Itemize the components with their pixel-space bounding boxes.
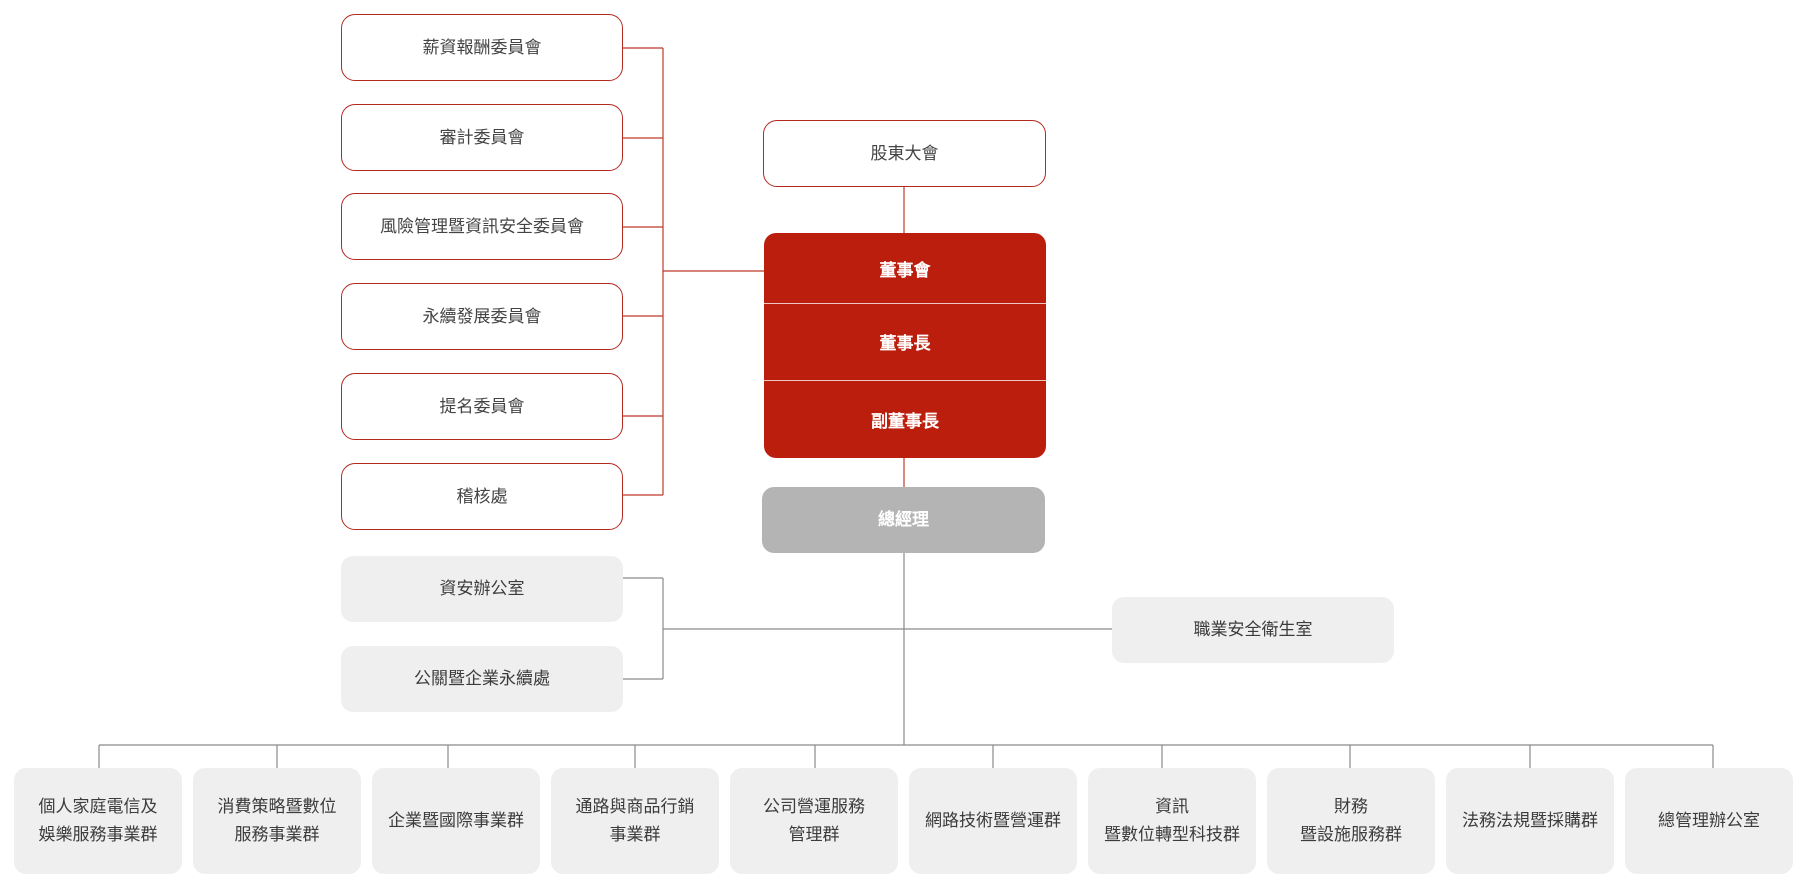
business-group-line2: 暨數位轉型科技群: [1104, 825, 1240, 845]
vice-chairman-label: 副董事長: [871, 411, 939, 432]
vice-chairman-cell[interactable]: 副董事長: [764, 380, 1046, 458]
chairman-cell[interactable]: 董事長: [764, 303, 1046, 381]
committee-box[interactable]: 提名委員會: [341, 373, 623, 440]
staff-office-box[interactable]: 資安辦公室: [341, 556, 623, 622]
business-group-line2: 管理群: [788, 825, 840, 845]
business-group-line1: 消費策略暨數位: [217, 797, 337, 817]
business-group-box[interactable]: 消費策略暨數位 服務事業群: [193, 768, 361, 874]
committee-label: 稽核處: [456, 486, 508, 507]
board-stack: 董事會 董事長 副董事長: [764, 233, 1046, 458]
business-group-box[interactable]: 公司營運服務 管理群: [730, 768, 898, 874]
committee-box[interactable]: 審計委員會: [341, 104, 623, 171]
committee-label: 永續發展委員會: [422, 306, 542, 327]
business-group-line1: 公司營運服務: [763, 797, 865, 817]
business-group-line2: 事業群: [609, 825, 661, 845]
board-of-directors-cell[interactable]: 董事會: [764, 233, 1046, 304]
committee-label: 提名委員會: [439, 396, 525, 417]
occupational-safety-office-box[interactable]: 職業安全衛生室: [1112, 597, 1394, 663]
business-group-box[interactable]: 通路與商品行銷 事業群: [551, 768, 719, 874]
committee-box[interactable]: 風險管理暨資訊安全委員會: [341, 193, 623, 260]
business-group-line1: 資訊: [1155, 797, 1189, 817]
committee-label: 薪資報酬委員會: [422, 37, 542, 58]
business-group-box[interactable]: 資訊 暨數位轉型科技群: [1088, 768, 1256, 874]
chairman-label: 董事長: [879, 334, 931, 354]
business-group-line1: 企業暨國際事業群: [388, 811, 524, 831]
staff-office-box[interactable]: 公關暨企業永續處: [341, 646, 623, 712]
staff-office-label: 資安辦公室: [439, 579, 525, 599]
business-group-box[interactable]: 網路技術暨營運群: [909, 768, 1077, 874]
business-group-line2: 服務事業群: [234, 825, 320, 845]
committee-box[interactable]: 永續發展委員會: [341, 283, 623, 350]
staff-office-label: 公關暨企業永續處: [414, 669, 550, 689]
business-group-box[interactable]: 企業暨國際事業群: [372, 768, 540, 874]
business-group-line1: 通路與商品行銷: [575, 797, 695, 817]
business-group-line1: 個人家庭電信及: [38, 797, 158, 817]
shareholders-meeting-box[interactable]: 股東大會: [763, 120, 1046, 187]
president-box[interactable]: 總經理: [762, 487, 1045, 553]
business-group-line2: 娛樂服務事業群: [38, 825, 158, 845]
committee-box[interactable]: 薪資報酬委員會: [341, 14, 623, 81]
board-of-directors-label: 董事會: [879, 260, 931, 281]
committee-label: 審計委員會: [439, 127, 525, 148]
business-group-line1: 法務法規暨採購群: [1462, 811, 1598, 831]
staff-office-label: 職業安全衛生室: [1193, 620, 1313, 640]
board-connectors: [622, 47, 905, 496]
committee-label: 風險管理暨資訊安全委員會: [380, 216, 584, 237]
business-group-box[interactable]: 總管理辦公室: [1625, 768, 1793, 874]
business-group-line1: 財務: [1334, 797, 1368, 817]
business-group-box[interactable]: 法務法規暨採購群: [1446, 768, 1614, 874]
business-group-box[interactable]: 財務 暨設施服務群: [1267, 768, 1435, 874]
president-label: 總經理: [878, 510, 929, 530]
business-group-line1: 網路技術暨營運群: [925, 811, 1061, 831]
management-connectors: [98, 553, 1714, 768]
audit-office-box[interactable]: 稽核處: [341, 463, 623, 530]
business-group-line2: 暨設施服務群: [1300, 825, 1402, 845]
business-group-line1: 總管理辦公室: [1658, 811, 1760, 831]
shareholders-label: 股東大會: [870, 143, 939, 164]
business-group-box[interactable]: 個人家庭電信及 娛樂服務事業群: [14, 768, 182, 874]
